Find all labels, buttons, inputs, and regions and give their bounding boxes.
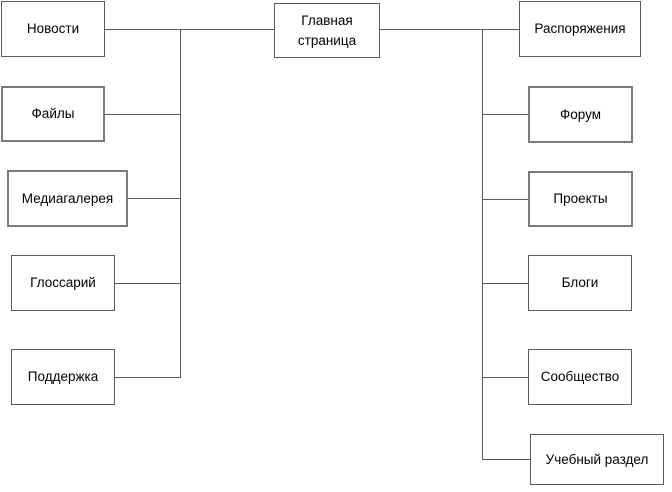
node-glossariy: Глоссарий [11,255,115,311]
connector-line-left-trunk [180,29,181,378]
node-glavnaya-stranitsa: Главная страница [274,3,380,58]
node-podderzhka: Поддержка [11,349,115,405]
node-label: Распоряжения [534,21,626,37]
node-proekty: Проекты [528,171,633,227]
node-soobshchestvo: Сообщество [528,349,632,405]
node-novosti: Новости [1,1,105,57]
node-label: Новости [26,21,80,37]
node-rasporyazheniya: Распоряжения [519,1,641,57]
node-label: Главная страница [297,12,357,48]
node-label: Форум [559,106,601,122]
node-label: Глоссарий [30,275,96,291]
connector-line-glossariy [115,283,180,284]
connector-line-novosti [105,29,274,30]
connector-line-mediagalereya [128,198,180,199]
connector-line-proekty [482,199,528,200]
connector-line-rasporyazheniya [380,29,519,30]
node-mediagalereya: Медиагалерея [7,170,128,227]
connector-line-soobshchestvo [482,377,528,378]
node-label: Сообщество [540,369,620,385]
node-forum: Форум [528,86,633,143]
node-faily: Файлы [1,86,105,142]
node-uchebny-razdel: Учебный раздел [530,434,664,485]
node-label: Проекты [553,191,608,207]
connector-line-blogi [482,283,528,284]
node-label: Файлы [31,106,75,122]
node-label: Медиагалерея [21,190,114,206]
connector-line-forum [482,114,528,115]
node-blogi: Блоги [528,255,632,311]
connector-line-uchebny-razdel [482,459,530,460]
node-label: Поддержка [27,369,99,385]
connector-line-podderzhka [115,377,180,378]
connector-line-faily [105,114,180,115]
connector-line-right-trunk [482,29,483,460]
node-label: Блоги [561,275,599,291]
node-label: Учебный раздел [545,451,649,467]
